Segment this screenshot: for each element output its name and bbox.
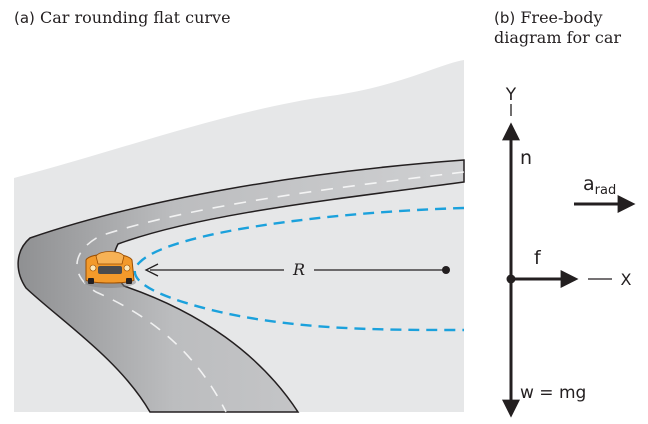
road-centerline	[76, 171, 465, 413]
acceleration-subscript: rad	[595, 183, 617, 198]
panel-b-fbd: Y n w = mg f X arad	[502, 85, 636, 418]
normal-force-label: n	[520, 147, 532, 169]
origin-point	[506, 274, 516, 284]
panel-b-caption: (b) Free-body diagram for car	[494, 8, 621, 48]
circular-path	[133, 206, 465, 332]
friction-label: f	[534, 247, 542, 269]
panel-a-scene: R	[14, 60, 465, 413]
x-axis-label: X	[621, 270, 632, 289]
panel-b-title-3: diagram for car	[494, 28, 622, 47]
panel-a-caption: (a) Car rounding flat curve	[14, 8, 231, 28]
panel-b-title-1: Free-	[520, 8, 564, 27]
y-axis-label: Y	[505, 85, 517, 105]
acceleration-label: arad	[583, 173, 616, 198]
panel-b-title-2: body	[563, 8, 603, 27]
panel-a-title: Car rounding flat curve	[40, 8, 231, 27]
curve-center-dot	[442, 266, 450, 274]
car	[84, 251, 136, 288]
radius-arrow-end	[144, 263, 159, 277]
road	[17, 159, 465, 413]
panel-b-label: (b)	[494, 9, 516, 27]
radius-label-bg	[284, 258, 314, 280]
weight-label: w = mg	[520, 383, 586, 403]
acceleration-symbol: a	[583, 173, 595, 195]
panel-a-label: (a)	[14, 9, 35, 27]
radius-label: R	[292, 260, 305, 279]
